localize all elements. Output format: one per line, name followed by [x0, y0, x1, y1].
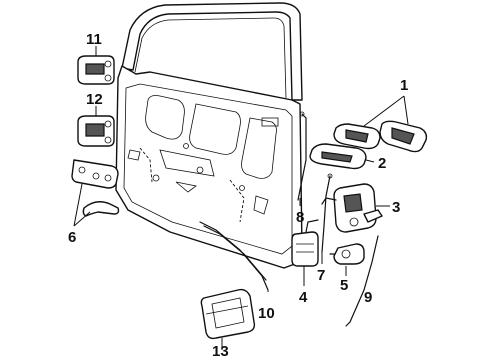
- part-4-lock-actuator: [291, 219, 319, 286]
- part-6-inside-handle-assembly: [71, 159, 120, 227]
- callout-5: 5: [340, 277, 348, 294]
- part-7-lock-rod: [321, 173, 333, 264]
- callout-6: 6: [68, 229, 76, 246]
- callout-11: 11: [86, 31, 102, 48]
- part-9-latch-rod: [345, 235, 379, 327]
- part-3-latch: [321, 183, 390, 233]
- part-1-door-handle: [333, 95, 428, 153]
- part-10-weatherstrip: [199, 221, 269, 292]
- part-5-lock-cylinder: [329, 243, 365, 276]
- callout-3: 3: [392, 199, 400, 216]
- part-13-cover: [200, 288, 256, 350]
- part-2-inside-handle: [309, 143, 375, 170]
- callout-4: 4: [299, 289, 308, 306]
- part-11-outside-handle: [77, 46, 115, 85]
- callout-12: 12: [86, 91, 103, 108]
- callout-2: 2: [378, 155, 386, 172]
- callout-13: 13: [212, 343, 229, 360]
- callout-10: 10: [258, 305, 275, 322]
- callout-9: 9: [364, 289, 372, 306]
- part-12-outside-handle: [77, 106, 115, 147]
- callout-1: 1: [400, 77, 408, 94]
- part-8-control-rod: [297, 111, 307, 206]
- callout-7: 7: [317, 267, 325, 284]
- callout-8: 8: [296, 209, 304, 226]
